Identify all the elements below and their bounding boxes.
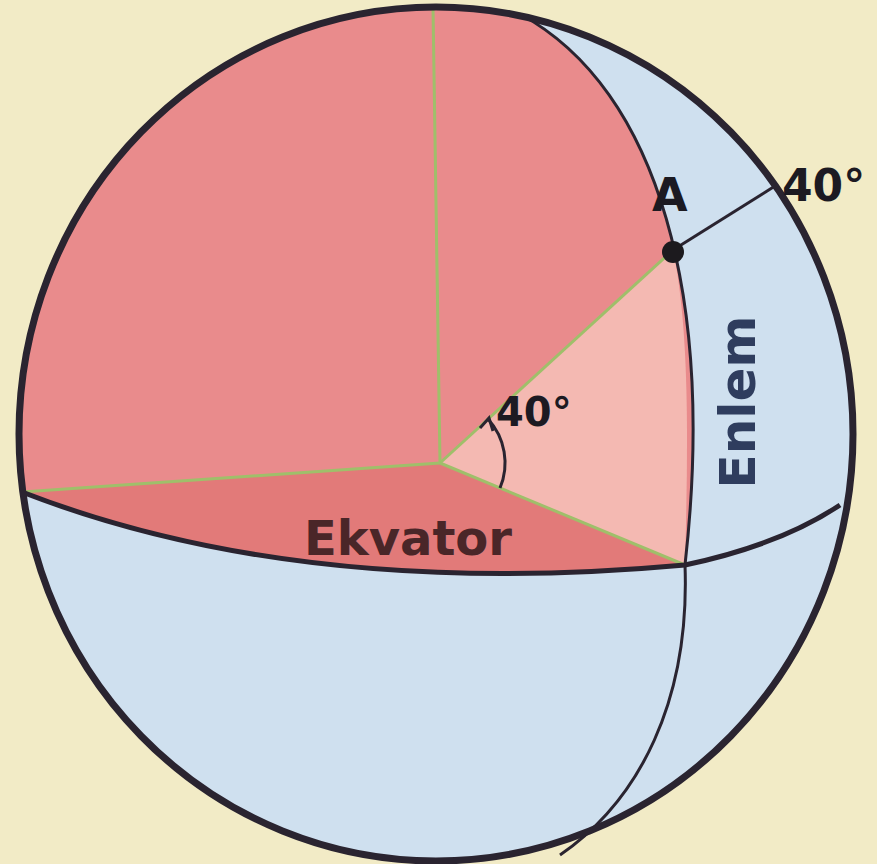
globe-lines — [22, 14, 840, 855]
radius-lines — [22, 8, 685, 565]
point-label: A — [652, 172, 688, 218]
equator-label: Ekvator — [304, 514, 512, 562]
globe-outline — [19, 7, 853, 861]
point-a-dot — [662, 241, 684, 263]
northern-red-region — [18, 5, 693, 574]
latitude-label: Enlem — [713, 316, 763, 489]
latitude-value: 40° — [782, 164, 865, 208]
angle-label: 40° — [496, 392, 572, 432]
